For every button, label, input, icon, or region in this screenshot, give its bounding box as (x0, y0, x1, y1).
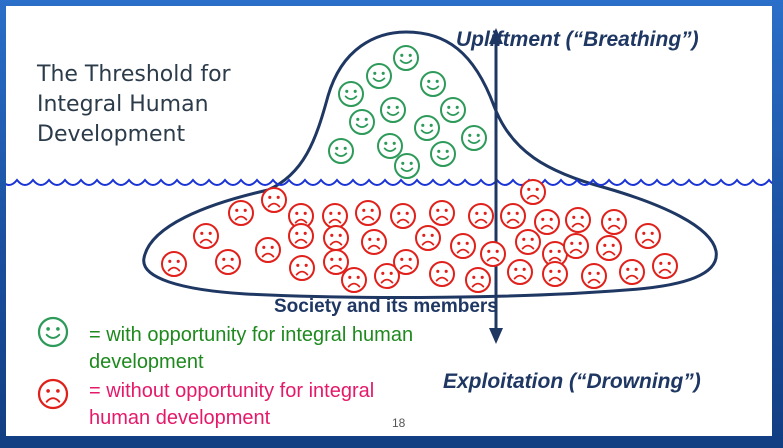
exploitation-label: Exploitation (“Drowning”) (443, 370, 701, 393)
legend-icons (37, 316, 69, 410)
smiling-face-icon (393, 45, 419, 71)
frowning-face-icon (515, 229, 541, 255)
iceberg-outline (142, 30, 718, 299)
smiling-face-icon (380, 97, 406, 123)
frowning-face-icon (322, 203, 348, 229)
frowning-face-icon (415, 225, 441, 251)
frowning-face-icon (374, 263, 400, 289)
frowning-face-icon (355, 200, 381, 226)
slide-panel: The Threshold for Integral Human Develop… (6, 6, 772, 436)
vertical-arrow (489, 28, 503, 344)
frowning-face-icon (393, 249, 419, 275)
frowning-face-icon (323, 225, 349, 251)
smiling-face-icon (440, 97, 466, 123)
frowning-face-icon (507, 259, 533, 285)
smiling-face-icon (366, 63, 392, 89)
page-number: 18 (392, 416, 406, 430)
frowning-face-icon (261, 187, 287, 213)
society-faces (161, 45, 678, 293)
frowning-face-icon (534, 209, 560, 235)
frowning-face-icon (161, 251, 187, 277)
frowning-face-icon (255, 237, 281, 263)
society-label: Society and its members (274, 296, 498, 317)
frowning-face-icon (288, 203, 314, 229)
smiling-face-icon (420, 71, 446, 97)
smiling-face-icon (349, 109, 375, 135)
frowning-face-icon (193, 223, 219, 249)
upliftment-label: Upliftment (“Breathing”) (456, 28, 699, 51)
frowning-face-icon (601, 209, 627, 235)
frowning-face-icon (520, 179, 546, 205)
frowning-face-icon (581, 263, 607, 289)
iceberg-diagram (6, 28, 772, 410)
frowning-face-icon (596, 235, 622, 261)
frowning-face-icon (429, 200, 455, 226)
legend-happy-text: = with opportunity for integral human de… (89, 324, 414, 373)
frowning-face-icon (542, 261, 568, 287)
smiling-face-icon (37, 316, 69, 348)
frowning-face-icon (450, 233, 476, 259)
frowning-face-icon (323, 249, 349, 275)
frowning-face-icon (500, 203, 526, 229)
frowning-face-icon (468, 203, 494, 229)
frowning-face-icon (289, 255, 315, 281)
water-line (6, 178, 772, 186)
frowning-face-icon (480, 241, 506, 267)
frowning-face-icon (563, 233, 589, 259)
frowning-face-icon (390, 203, 416, 229)
smiling-face-icon (430, 141, 456, 167)
frowning-face-icon (465, 267, 491, 293)
frowning-face-icon (341, 267, 367, 293)
threshold-label: The Threshold for Integral Human Develop… (37, 62, 231, 147)
frowning-face-icon (37, 378, 69, 410)
smiling-face-icon (394, 153, 420, 179)
smiling-face-icon (377, 133, 403, 159)
frowning-face-icon (652, 253, 678, 279)
frowning-face-icon (429, 261, 455, 287)
frowning-face-icon (215, 249, 241, 275)
smiling-face-icon (328, 138, 354, 164)
legend-sad-text: = without opportunity for integral human… (89, 380, 375, 429)
smiling-face-icon (461, 125, 487, 151)
smiling-face-icon (338, 81, 364, 107)
frowning-face-icon (565, 207, 591, 233)
frowning-face-icon (361, 229, 387, 255)
frowning-face-icon (228, 200, 254, 226)
frowning-face-icon (288, 223, 314, 249)
frowning-face-icon (619, 259, 645, 285)
frowning-face-icon (635, 223, 661, 249)
smiling-face-icon (414, 115, 440, 141)
